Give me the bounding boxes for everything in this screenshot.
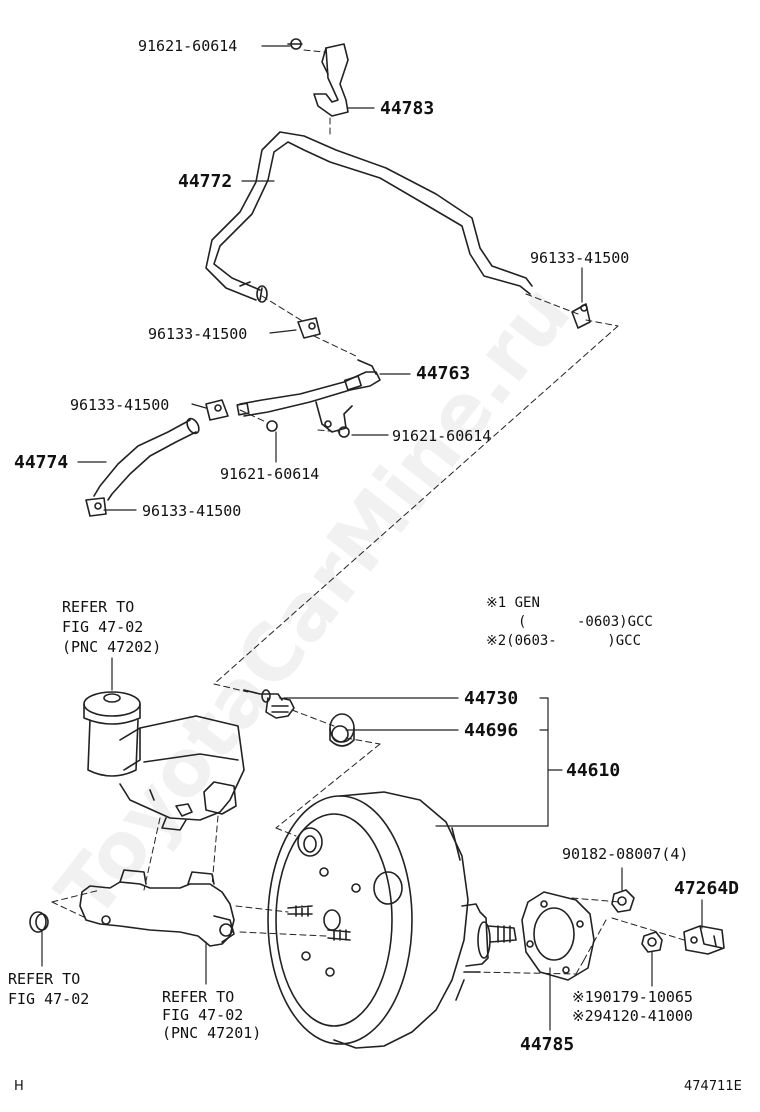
label-44772: 44772	[178, 171, 233, 192]
corner-code-left: H	[14, 1079, 24, 1094]
label-44783: 44783	[380, 98, 435, 119]
note-line2: ( -0603)GCC	[518, 614, 653, 630]
clamp-bottom-icon	[85, 497, 107, 517]
check-valve-44730-icon	[243, 689, 295, 719]
grommet-44696-icon	[329, 713, 355, 747]
dashed-connectors	[51, 49, 685, 975]
label-44696: 44696	[464, 720, 519, 741]
label-91621-60614-bottom: 91621-60614	[220, 465, 320, 483]
label-91621-60614-top: 91621-60614	[138, 37, 238, 55]
refer-bottom-line1: REFER TO	[162, 988, 235, 1006]
refer-top-line2: FIG 47-02	[62, 618, 144, 636]
label-96133-41500-left: 96133-41500	[148, 325, 248, 343]
label-44610: 44610	[566, 760, 621, 781]
refer-top-line3: (PNC 47202)	[62, 638, 162, 656]
refer-top-line1: REFER TO	[62, 598, 135, 616]
label-96133-41500-bottom: 96133-41500	[142, 502, 242, 520]
pipe-44763-icon	[236, 359, 381, 438]
vacuum-hose-44772-icon	[205, 131, 533, 303]
reservoir-icon	[83, 691, 245, 831]
refer-left-line2: FIG 47-02	[8, 990, 90, 1008]
label-44785: 44785	[520, 1034, 575, 1055]
label-44774: 44774	[14, 452, 69, 473]
gasket-44785-icon	[521, 891, 595, 981]
clamp-left-icon	[297, 317, 321, 339]
refer-bottom-line3: (PNC 47201)	[162, 1024, 262, 1042]
clevis-47264d-icon	[683, 925, 725, 955]
bracket-44783-icon	[287, 38, 349, 117]
brake-booster-icon	[267, 791, 517, 1049]
label-44763: 44763	[416, 363, 471, 384]
label-294120-41000: ※294120-41000	[572, 1007, 693, 1025]
refer-left-line1: REFER TO	[8, 970, 81, 988]
clamp-mid-icon	[205, 399, 229, 421]
refer-bottom-line2: FIG 47-02	[162, 1006, 244, 1024]
nut-90182-icon	[611, 889, 635, 913]
master-cylinder-icon	[29, 869, 351, 947]
hose-44774-icon	[93, 417, 200, 501]
leader-lines	[41, 45, 703, 1031]
label-47264d: 47264D	[674, 878, 740, 899]
label-96133-41500-mid: 96133-41500	[70, 396, 170, 414]
label-190179-10065: ※190179-10065	[572, 988, 693, 1006]
figure-number: 474711E	[684, 1079, 742, 1094]
note-line3: ※2(0603- )GCC	[486, 633, 642, 649]
label-91621-60614-right: 91621-60614	[392, 427, 492, 445]
note-line1: ※1 GEN	[486, 595, 540, 611]
nut-190179-icon	[641, 931, 663, 953]
label-90182-08007: 90182-08007(4)	[562, 845, 689, 863]
clamp-right-icon	[571, 303, 591, 329]
label-44730: 44730	[464, 688, 519, 709]
label-96133-41500-right: 96133-41500	[530, 249, 630, 267]
